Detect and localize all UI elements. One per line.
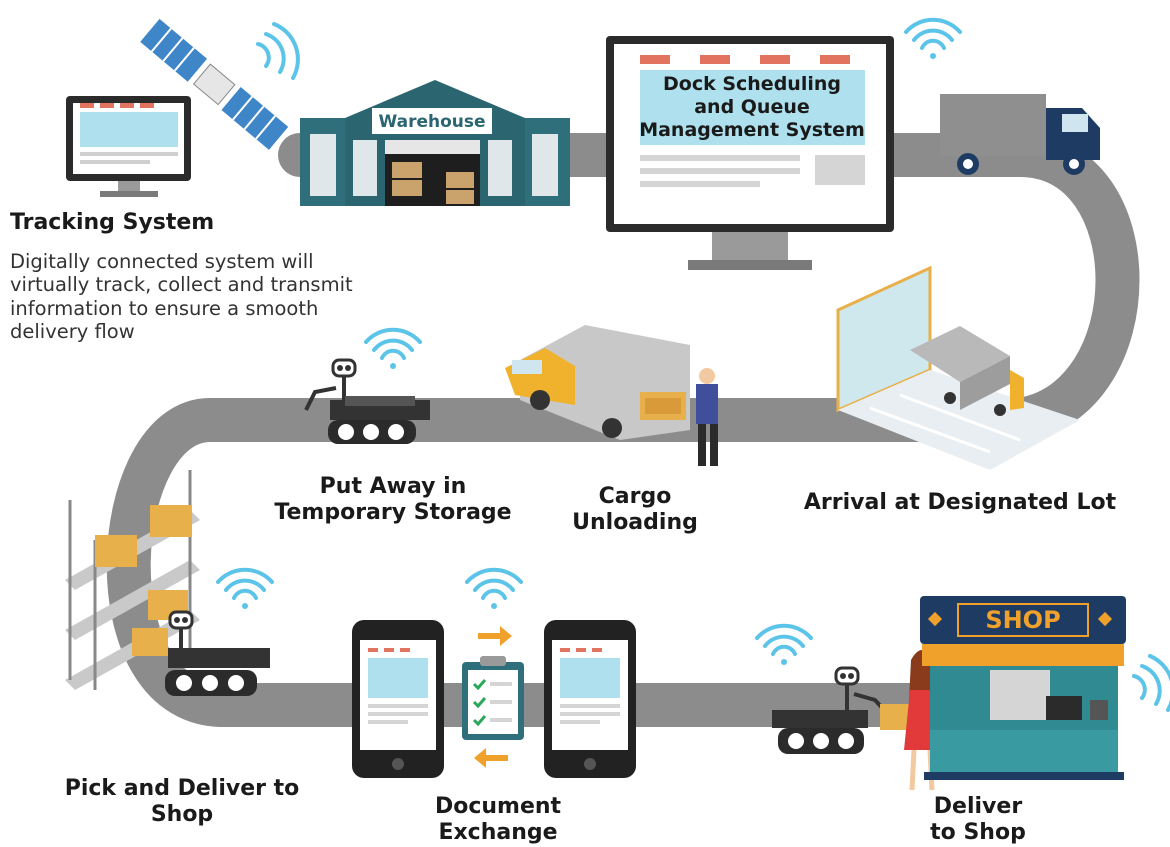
step-putaway-line1: Put Away in bbox=[319, 474, 467, 499]
wifi-icon bbox=[364, 327, 422, 369]
phone-left-icon bbox=[352, 620, 444, 778]
arrow-right-icon bbox=[478, 626, 512, 646]
wifi-icon bbox=[216, 567, 274, 609]
step-putaway-label: Put Away in Temporary Storage bbox=[262, 474, 524, 527]
step-cargo-line2: Unloading bbox=[572, 510, 698, 536]
shop-sign: SHOP bbox=[985, 606, 1060, 634]
robot-putaway-icon bbox=[304, 358, 430, 444]
robot-deliver-icon bbox=[772, 666, 916, 754]
step-pick-label: Pick and Deliver to Shop bbox=[52, 776, 312, 829]
cargo-van-icon bbox=[505, 325, 690, 440]
step-arrival-label: Arrival at Designated Lot bbox=[803, 490, 1117, 515]
step-pick-line2: Shop bbox=[150, 802, 214, 828]
robot-pick-icon bbox=[165, 610, 270, 696]
step-document-line1: Document bbox=[434, 794, 562, 819]
tracking-computer-icon bbox=[66, 96, 191, 197]
step-document-label: Document Exchange bbox=[400, 794, 596, 847]
phone-right-icon bbox=[544, 620, 636, 778]
step-cargo-line1: Cargo bbox=[598, 484, 672, 509]
dock-system-line1: Dock Scheduling bbox=[663, 73, 841, 95]
tracking-description: Digitally connected system will virtuall… bbox=[10, 250, 353, 344]
step-document-line2: Exchange bbox=[438, 820, 558, 846]
tracking-title: Tracking System bbox=[10, 210, 215, 235]
dock-system-line3: Management System bbox=[639, 119, 865, 141]
step-deliver-line1: Deliver bbox=[933, 794, 1023, 819]
clipboard-icon bbox=[462, 656, 524, 740]
wifi-icon bbox=[256, 22, 300, 80]
step-putaway-line2: Temporary Storage bbox=[274, 500, 512, 526]
satellite-icon bbox=[140, 18, 289, 150]
wifi-icon bbox=[1132, 654, 1170, 712]
step-deliver-label: Deliver to Shop bbox=[900, 794, 1056, 847]
wifi-icon bbox=[755, 623, 813, 665]
wifi-icon bbox=[465, 567, 523, 609]
dock-system-line2: and Queue bbox=[694, 96, 810, 118]
truck-icon bbox=[940, 94, 1100, 175]
step-deliver-line2: to Shop bbox=[930, 820, 1026, 846]
warehouse-sign: Warehouse bbox=[378, 112, 485, 132]
worker-icon bbox=[696, 368, 718, 466]
designated-lot-icon bbox=[836, 265, 1080, 470]
storage-shelf-icon bbox=[65, 470, 200, 690]
step-cargo-label: Cargo Unloading bbox=[540, 484, 730, 537]
arrow-left-icon bbox=[474, 748, 508, 768]
warehouse-icon bbox=[300, 80, 570, 206]
dock-monitor-icon bbox=[606, 36, 894, 270]
shop-icon bbox=[920, 596, 1126, 780]
step-pick-line1: Pick and Deliver to bbox=[64, 776, 300, 801]
wifi-icon bbox=[904, 17, 962, 59]
